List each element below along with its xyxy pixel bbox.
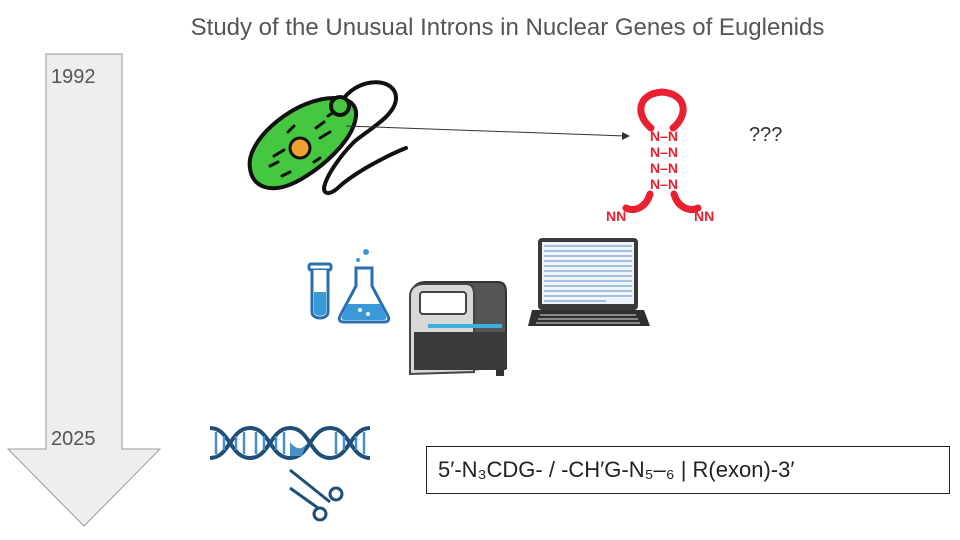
timeline-arrow: [6, 53, 162, 527]
scissors-icon: [289, 468, 344, 522]
flask-icon: [337, 249, 391, 324]
tail-label-right: NN: [694, 208, 715, 224]
intron-consensus-box: 5′-N₃CDG- / -CH′G-N₅–₆ | R(exon)-3′: [426, 446, 950, 494]
base-pair-label: N–N: [649, 144, 678, 160]
timeline-start-year: 1992: [51, 66, 96, 88]
rna-hairpin-icon: N–N N–N N–N N–N NN NN: [606, 88, 722, 228]
sequencer-machine-icon: [409, 281, 507, 376]
page-title: Study of the Unusual Introns in Nuclear …: [190, 14, 825, 41]
tail-label-left: NN: [606, 208, 627, 224]
base-pair-label: N–N: [649, 128, 678, 144]
euglena-cell-icon: [247, 80, 408, 195]
laptop-icon: [528, 238, 650, 326]
base-pair-label: N–N: [649, 176, 678, 192]
base-pair-label: N–N: [649, 160, 678, 176]
dna-helix-icon: [209, 425, 371, 461]
timeline-end-year: 2025: [51, 428, 96, 450]
unknown-question-marks: ???: [749, 124, 783, 146]
intron-consensus-formula: 5′-N₃CDG- / -CH′G-N₅–₆ | R(exon)-3′: [438, 457, 795, 482]
test-tube-icon: [307, 262, 333, 320]
